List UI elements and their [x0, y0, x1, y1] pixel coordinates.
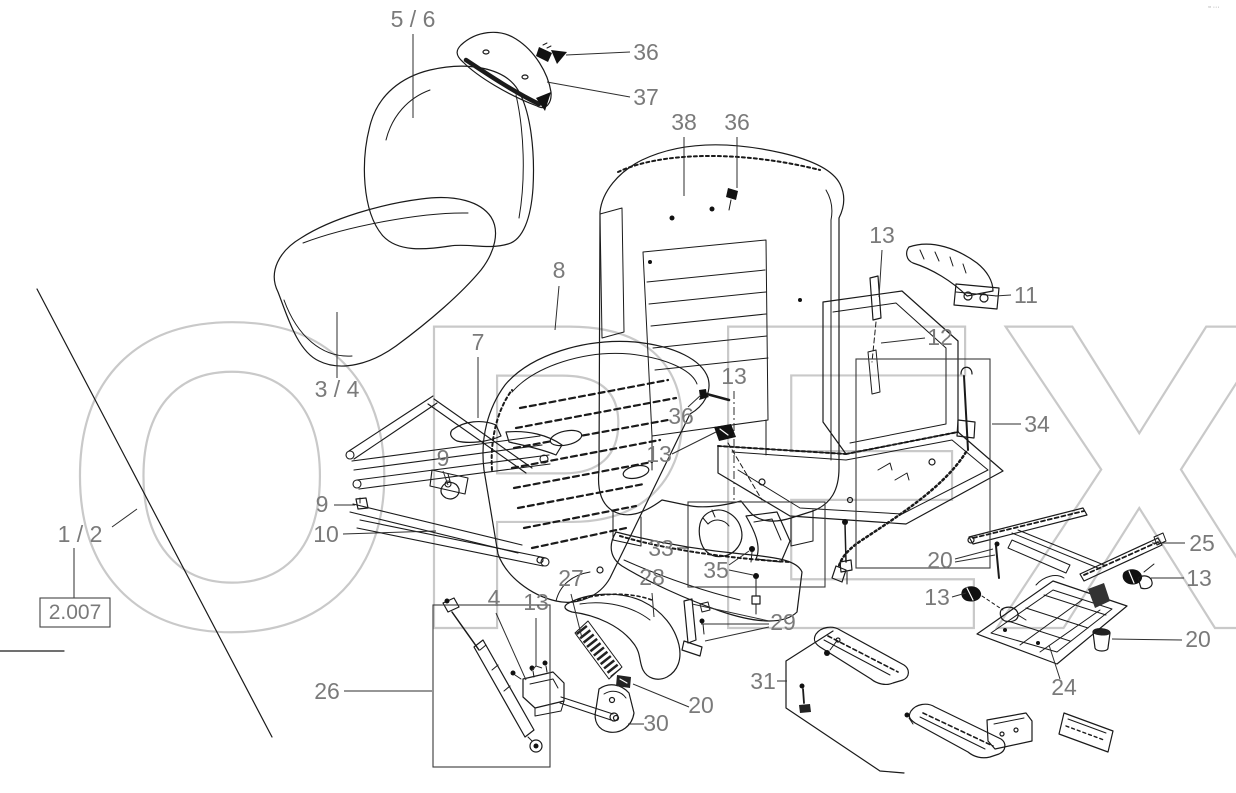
callout-38: 38	[671, 109, 697, 135]
group-boxes	[432, 358, 991, 768]
callout-13: 13	[1186, 565, 1212, 591]
headrest-trim	[456, 31, 552, 111]
callout-labels: 5 / 6 36 37 38 36 13 11 12 8 7 3 / 4 34 13 36 13 9 9 10 1 …	[58, 6, 1215, 736]
bracket-11	[906, 243, 1000, 310]
callout-30: 30	[643, 710, 669, 736]
callout-5-6: 5 / 6	[391, 6, 436, 32]
callout-20: 20	[927, 547, 953, 573]
callout-33: 33	[648, 535, 674, 561]
headrest-bolt	[536, 42, 552, 62]
callout-11: 11	[1014, 282, 1038, 308]
callout-8: 8	[553, 257, 566, 283]
group-bracket-31	[785, 630, 905, 774]
tension-rod-34	[831, 366, 976, 583]
callout-13: 13	[646, 441, 672, 467]
rail-31b	[904, 703, 1006, 759]
callout-36: 36	[668, 403, 694, 429]
callout-13: 13	[924, 584, 950, 610]
callout-36: 36	[633, 39, 659, 65]
callout-37: 37	[633, 84, 659, 110]
callout-9: 9	[316, 491, 329, 517]
rails-25	[967, 507, 1167, 582]
cover-plate-24	[976, 575, 1128, 665]
clip-13e	[961, 586, 1027, 623]
seat-pan	[482, 340, 710, 603]
callout-20: 20	[688, 692, 714, 718]
callout-7: 7	[472, 329, 485, 355]
callout-3-4: 3 / 4	[315, 376, 360, 402]
strip-13	[869, 275, 882, 363]
callout-9: 9	[437, 445, 450, 471]
bracket-30	[594, 684, 635, 733]
clip-13d	[1122, 563, 1155, 590]
callout-12: 12	[927, 324, 953, 350]
suspension-frame	[345, 395, 551, 567]
assembly-reference-line	[0, 288, 273, 738]
parts-29	[681, 598, 711, 657]
callout-13: 13	[523, 589, 549, 615]
nut-20b	[616, 675, 631, 688]
callout-10: 10	[313, 521, 339, 547]
bracket-4-13	[510, 660, 619, 722]
diagram-line-art	[0, 31, 1167, 774]
clip-9a	[440, 473, 460, 500]
leader-lines	[73, 34, 1185, 725]
backrest-bolt	[726, 188, 738, 211]
clip-9b	[355, 497, 369, 510]
section-ref: 2.007	[39, 597, 111, 628]
callout-28: 28	[639, 564, 665, 590]
gas-spring-26	[442, 597, 543, 753]
callout-26: 26	[314, 678, 340, 704]
watermark-text: OPEX	[62, 231, 1236, 721]
callout-36: 36	[724, 109, 750, 135]
callout-25: 25	[1189, 530, 1215, 556]
section-code: 2.007	[49, 601, 102, 624]
channel-31d	[1058, 712, 1114, 753]
callout-29: 29	[770, 609, 796, 635]
bolts-35	[749, 546, 761, 615]
callout-34: 34	[1024, 411, 1050, 437]
box-33-35	[687, 501, 826, 588]
base-frame	[717, 290, 1004, 525]
callout-31: 31	[750, 668, 776, 694]
box-26	[432, 604, 551, 768]
callout-27: 27	[558, 565, 584, 591]
callout-20: 20	[1185, 626, 1211, 652]
callout-24: 24	[1051, 674, 1077, 700]
channel-31c	[986, 712, 1033, 750]
callout-35: 35	[703, 557, 729, 583]
spring-27	[574, 620, 623, 680]
callout-4: 4	[488, 585, 501, 611]
corner-marks: ▫ ···	[1208, 4, 1219, 11]
pin-20a	[994, 541, 1000, 579]
backrest-cushion	[363, 65, 535, 250]
rail-31a	[799, 626, 909, 713]
clip-13c	[714, 424, 763, 501]
bracket-28	[564, 593, 681, 680]
callout-1-2: 1 / 2	[58, 521, 103, 547]
section-code-box	[39, 597, 111, 628]
lever-33	[698, 509, 791, 563]
seat-cushion	[273, 196, 497, 367]
callout-13: 13	[869, 222, 895, 248]
box-34	[855, 358, 991, 569]
callout-13: 13	[721, 363, 747, 389]
